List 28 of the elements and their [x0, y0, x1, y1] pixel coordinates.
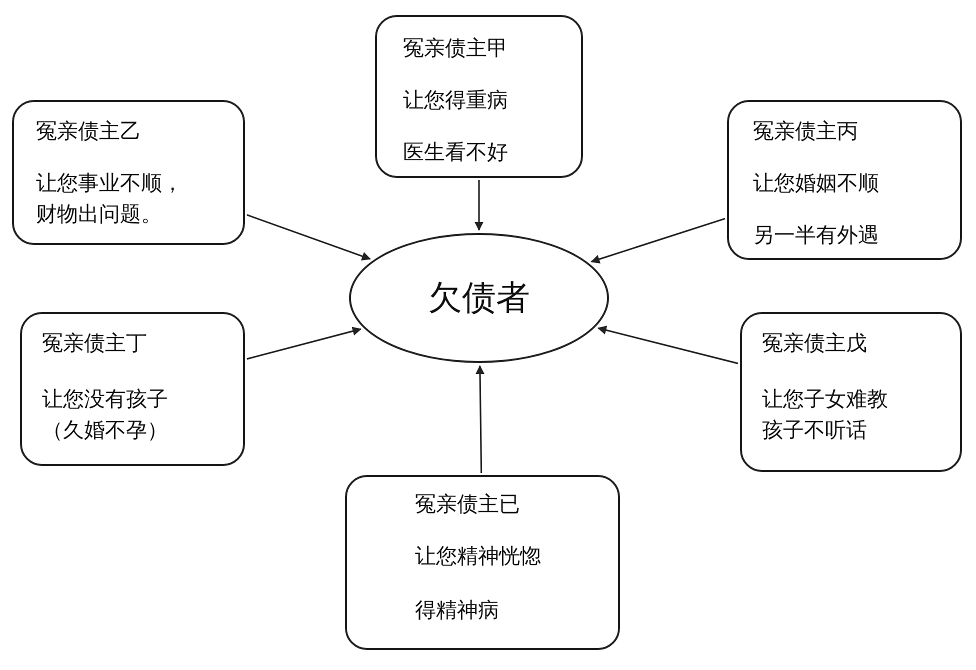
arrow: [246, 214, 371, 260]
box-text: 医生看不好: [403, 139, 509, 166]
box-heading: 冤亲债主丙: [753, 118, 859, 145]
box-text: 另一半有外遇: [753, 222, 880, 249]
rounded-box: [740, 312, 962, 472]
rounded-box: [727, 100, 962, 260]
rounded-box: [375, 15, 583, 178]
box-text: 得精神病: [415, 597, 500, 624]
rounded-box: [345, 475, 620, 650]
box-heading: 冤亲债主戊: [762, 330, 868, 357]
arrow: [476, 365, 484, 474]
box-text: 让您精神恍惚: [415, 543, 542, 570]
box-text: 让您子女难教孩子不听话: [762, 386, 889, 444]
box-heading: 冤亲债主乙: [36, 118, 142, 145]
box-text: 让您事业不顺，财物出问题。: [36, 170, 184, 228]
box-heading: 冤亲债主甲: [403, 35, 509, 62]
arrow: [590, 218, 726, 264]
arrow: [597, 326, 738, 364]
rounded-box: [20, 312, 245, 466]
box-text: 让您没有孩子（久婚不孕）: [42, 386, 169, 444]
node-label: 欠债者: [428, 278, 530, 318]
arrow: [474, 180, 484, 231]
box-text: 让您得重病: [403, 87, 509, 114]
box-heading: 冤亲债主丁: [42, 330, 148, 357]
arrow: [246, 326, 362, 360]
rounded-box: [12, 100, 245, 245]
box-text: 让您婚姻不顺: [753, 170, 880, 197]
box-heading: 冤亲债主已: [415, 491, 521, 518]
